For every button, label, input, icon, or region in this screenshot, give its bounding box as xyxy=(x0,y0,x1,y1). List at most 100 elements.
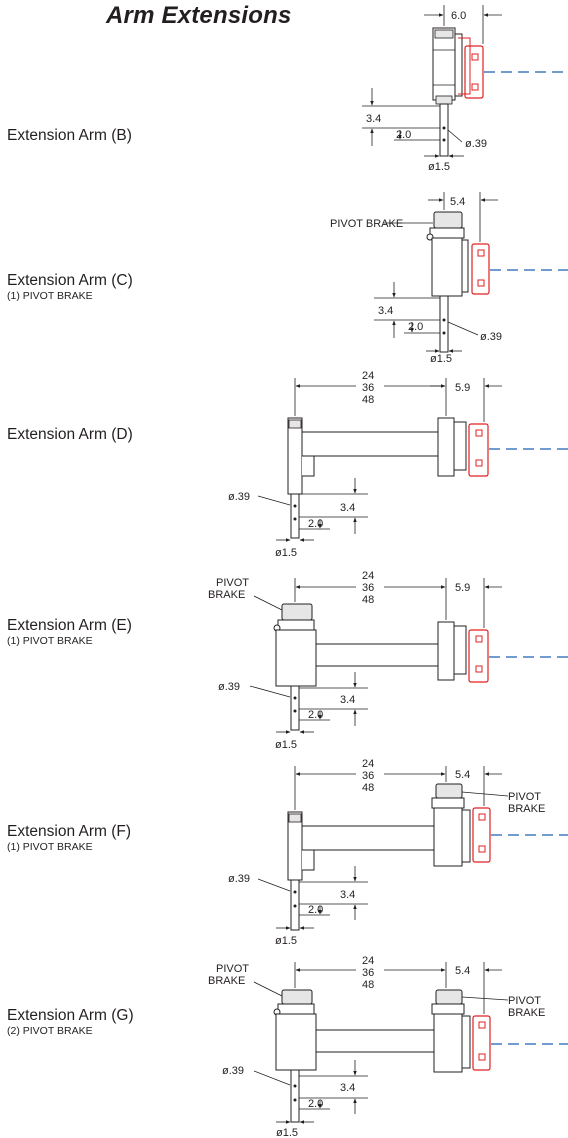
arm-f-leader xyxy=(461,791,509,797)
arm-c-leader xyxy=(447,321,479,336)
arm-label-g: Extension Arm (G)(2) PIVOT BRAKE xyxy=(7,1007,134,1037)
arm-b-hole-dim: ø.39 xyxy=(465,138,487,150)
arm-d-shaft-hole xyxy=(293,517,297,521)
arm-f-shaft-hole xyxy=(293,904,297,908)
arm-g-leader xyxy=(253,1070,291,1086)
arm-f-hole-dim: ø.39 xyxy=(228,873,250,885)
arm-d-hole-dim: ø.39 xyxy=(228,491,250,503)
arm-f-mount-knob xyxy=(478,813,486,821)
arm-b-shaft xyxy=(439,103,449,157)
arm-label-c: Extension Arm (C)(1) PIVOT BRAKE xyxy=(7,272,133,302)
arm-b-mount-knob xyxy=(471,83,479,91)
arm-e-leader xyxy=(249,685,291,698)
arm-f-post-cap xyxy=(288,813,302,823)
arm-g-pivot-brake-left xyxy=(281,989,313,1005)
arm-d-leader xyxy=(257,495,291,506)
arm-g-post-len-dim: 3.4 xyxy=(340,1082,355,1094)
arm-e-arm-tube xyxy=(315,643,439,667)
arm-b-shaft-hole xyxy=(442,138,446,142)
arm-c-mount-knob xyxy=(477,279,485,287)
arm-g-brake-base-right xyxy=(431,1003,465,1015)
arm-g-leader xyxy=(461,996,509,1001)
arm-c-shaft-hole xyxy=(442,318,446,322)
arm-g-pivot-label-left: PIVOT xyxy=(216,963,249,975)
arm-d-offset-dim: 5.9 xyxy=(455,382,470,394)
arm-f-bracket xyxy=(462,809,471,863)
arm-f-brake-label: BRAKE xyxy=(508,803,545,815)
arm-g-stub-dim: 2.0 xyxy=(308,1098,323,1110)
arm-d-post-housing xyxy=(287,417,303,495)
arm-label-b: Extension Arm (B) xyxy=(7,127,132,145)
arm-label-e-text: Extension Arm (E) xyxy=(7,617,132,634)
arm-f-shaft-dim: ø1.5 xyxy=(275,935,297,947)
arm-g-shaft xyxy=(290,1069,300,1123)
arm-d-bracket xyxy=(454,421,467,471)
arm-f-mount xyxy=(472,807,491,863)
arm-d-mount-knob xyxy=(475,429,483,437)
arm-c-brake-base xyxy=(429,227,465,239)
arm-f-gusset xyxy=(302,849,315,871)
arm-f-arm-tube xyxy=(301,825,435,851)
arm-d-post-len-dim: 3.4 xyxy=(340,502,355,514)
arm-e-knuckle xyxy=(437,621,455,681)
arm-g-brake-label-left: BRAKE xyxy=(208,975,245,987)
arm-g-shaft-hole xyxy=(293,1084,297,1088)
arm-e-offset-dim: 5.9 xyxy=(455,582,470,594)
arm-e-len-24: 24 xyxy=(362,570,374,582)
arm-d-len-24: 24 xyxy=(362,370,374,382)
arm-c-shaft-dim: ø1.5 xyxy=(430,353,452,365)
arm-b-drawing: 6.0 3.4 2.0 ø.39 ø1.5 xyxy=(362,5,568,173)
arm-d-gusset xyxy=(302,455,315,477)
arm-e-leader xyxy=(253,595,283,611)
arm-c-hole-dim: ø.39 xyxy=(480,331,502,343)
arm-e-bracket xyxy=(454,625,467,675)
arm-g-len-36: 36 xyxy=(362,967,374,979)
arm-f-knuckle xyxy=(433,807,463,867)
arm-label-d: Extension Arm (D) xyxy=(7,426,133,444)
arm-c-pivot-brake-label: PIVOT BRAKE xyxy=(330,218,403,230)
arm-b-post-cap xyxy=(434,29,454,39)
arm-c-bracket xyxy=(462,239,469,293)
arm-c-mount xyxy=(471,243,490,295)
arm-e-pivot-brake xyxy=(281,603,313,621)
arm-g-len-24: 24 xyxy=(362,955,374,967)
arm-g-leader xyxy=(253,981,283,997)
arm-g-arm-tube xyxy=(315,1029,435,1053)
page-title: Arm Extensions xyxy=(106,2,292,29)
arm-f-len-36: 36 xyxy=(362,770,374,782)
arm-f-shaft-hole xyxy=(293,890,297,894)
arm-b-mount-knob xyxy=(471,53,479,61)
arm-e-stub-dim: 2.0 xyxy=(308,709,323,721)
arm-b-post-housing xyxy=(432,27,456,101)
arm-d-shaft-hole xyxy=(293,504,297,508)
arm-b-shaft-hole xyxy=(442,126,446,130)
arm-b-shaft-dim: ø1.5 xyxy=(428,161,450,173)
arm-f-mount-knob xyxy=(478,845,486,853)
arm-d-shaft-dim: ø1.5 xyxy=(275,547,297,559)
arm-e-brake-label: BRAKE xyxy=(208,589,245,601)
arm-f-len-24: 24 xyxy=(362,758,374,770)
arm-e-shaft-hole xyxy=(293,696,297,700)
arm-d-drawing: 24 36 48 5.9 ø.39 3.4 2.0 ø1.5 xyxy=(228,370,568,559)
arm-e-len-36: 36 xyxy=(362,582,374,594)
arm-d-len-48: 48 xyxy=(362,394,374,406)
arm-f-post-len-dim: 3.4 xyxy=(340,889,355,901)
arm-f-stub-dim: 2.0 xyxy=(308,904,323,916)
arm-label-c-sub: (1) PIVOT BRAKE xyxy=(7,290,93,302)
arm-d-len-36: 36 xyxy=(362,382,374,394)
arm-f-leader xyxy=(257,878,291,892)
arm-e-shaft-dim: ø1.5 xyxy=(275,739,297,751)
arm-g-offset-dim: 5.4 xyxy=(455,965,470,977)
arm-e-len-48: 48 xyxy=(362,594,374,606)
arm-label-f-text: Extension Arm (F) xyxy=(7,823,132,840)
arm-g-shaft-dim: ø1.5 xyxy=(276,1127,298,1138)
arm-g-brake-base-left xyxy=(277,1003,315,1015)
arm-g-hole-dim: ø.39 xyxy=(222,1065,244,1077)
arm-label-f-sub: (1) PIVOT BRAKE xyxy=(7,841,93,853)
arm-label-e-sub: (1) PIVOT BRAKE xyxy=(7,635,93,647)
arm-label-g-sub: (2) PIVOT BRAKE xyxy=(7,1025,93,1037)
arm-g-len-48: 48 xyxy=(362,979,374,991)
arm-b-leader xyxy=(447,129,463,143)
arm-e-mount-knob xyxy=(475,635,483,643)
